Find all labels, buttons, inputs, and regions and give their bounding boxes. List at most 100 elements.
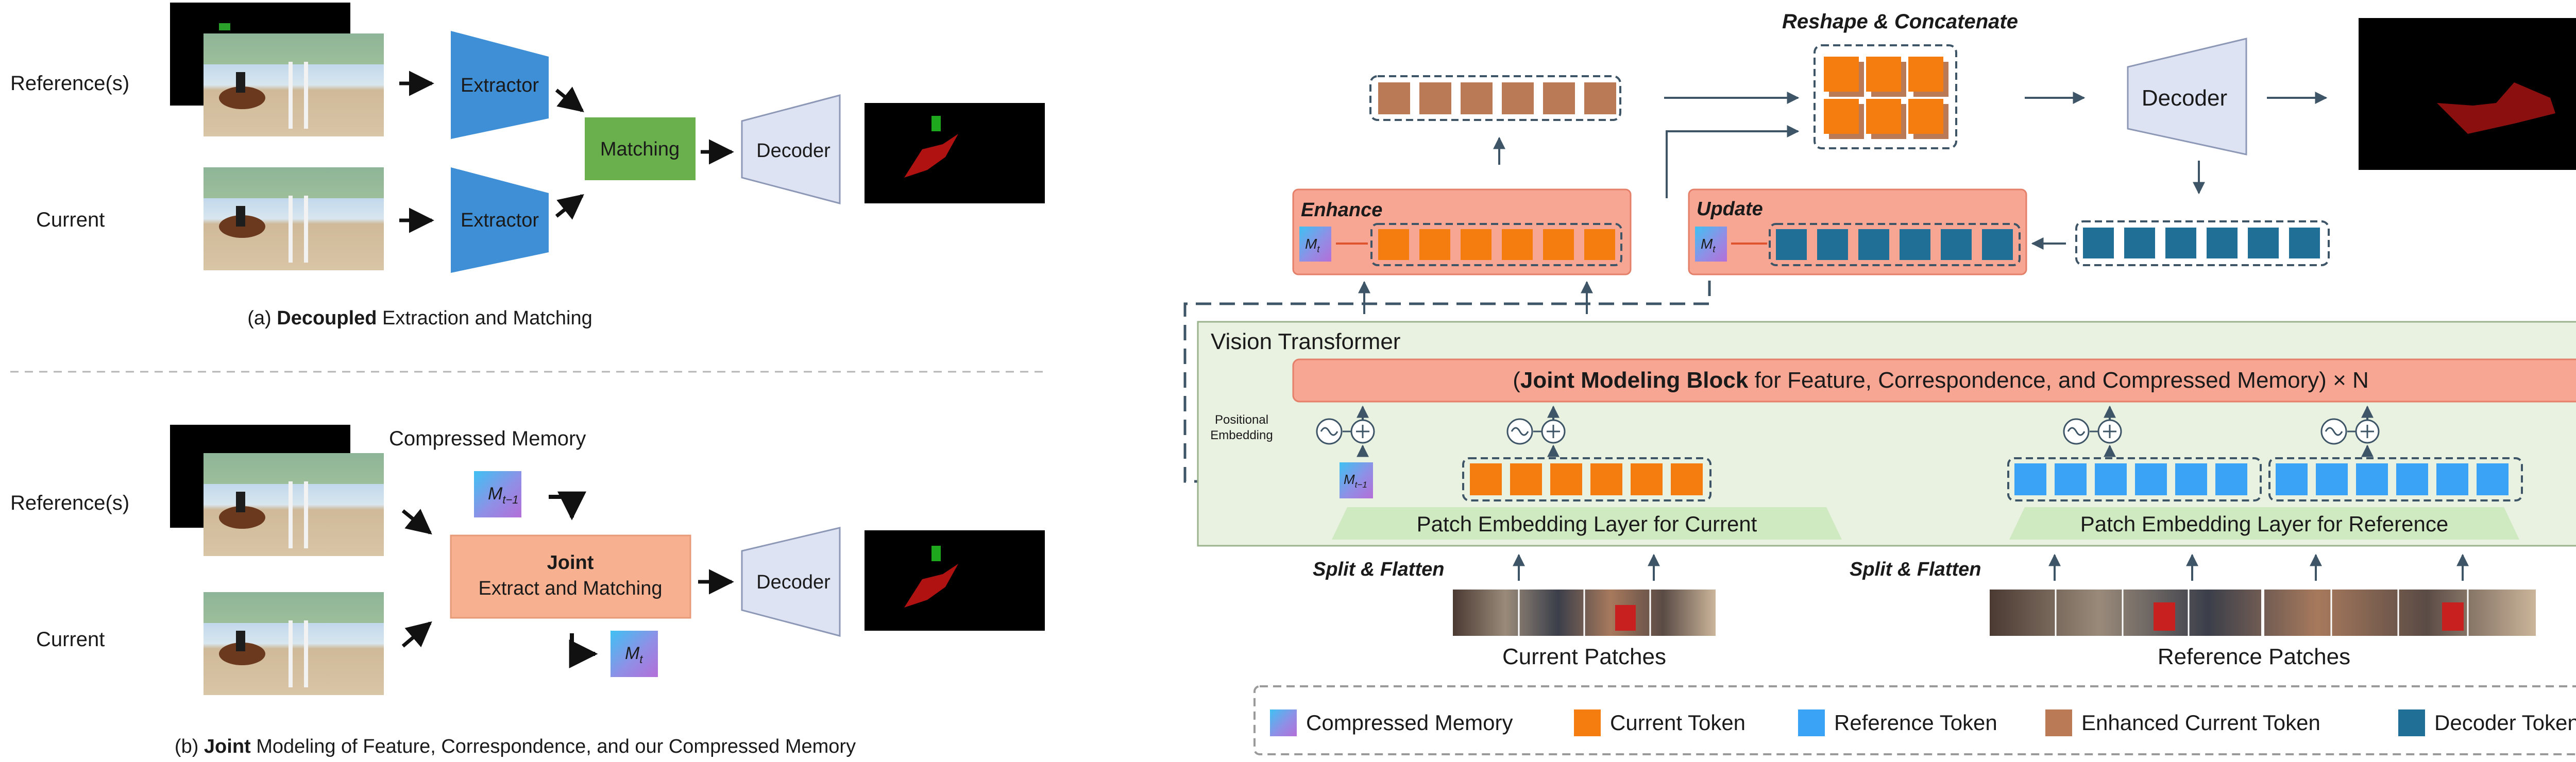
current-token-group bbox=[1462, 457, 1711, 501]
enhanced-current-token bbox=[1543, 82, 1575, 114]
output-mask-a bbox=[865, 103, 1045, 203]
extractor-bottom bbox=[451, 167, 549, 273]
extractor-top bbox=[451, 31, 549, 139]
current-patches-label: Current Patches bbox=[1502, 644, 1666, 669]
plus-mark bbox=[1547, 425, 1560, 438]
current-patches-image bbox=[1453, 590, 1716, 636]
patch-embed-current-label: Patch Embedding Layer for Current bbox=[1417, 512, 1757, 536]
positional-embedding-groups bbox=[1316, 405, 2380, 457]
current-token bbox=[1378, 229, 1409, 260]
update-decoder-token-row bbox=[1776, 229, 2013, 260]
decoder-token bbox=[1941, 229, 1972, 260]
enhanced-current-token bbox=[1502, 82, 1534, 114]
current-token bbox=[1419, 229, 1450, 260]
update-mem-label: Mt bbox=[1701, 236, 1716, 254]
patch-embed-reference bbox=[2009, 507, 2519, 540]
legend-label: Decoder Token bbox=[2434, 711, 2576, 735]
reference-token-row-2 bbox=[2276, 463, 2509, 495]
plus-mark bbox=[2103, 425, 2116, 438]
plus-mark bbox=[1356, 425, 1369, 438]
positional-embedding bbox=[2320, 405, 2380, 457]
reference-token bbox=[2356, 463, 2388, 495]
legend-swatch bbox=[1798, 709, 1825, 736]
decoder-token bbox=[1900, 229, 1930, 260]
sine-wave bbox=[1511, 427, 1529, 436]
joint-modeling-label: (Joint Modeling Block for Feature, Corre… bbox=[1513, 368, 2369, 393]
current-label-a: Current bbox=[36, 209, 105, 231]
current-token bbox=[1461, 229, 1492, 260]
enhance-mem-label: Mt bbox=[1305, 236, 1320, 254]
legend-swatch bbox=[2045, 709, 2072, 736]
decoder-b-label: Decoder bbox=[756, 572, 831, 593]
reshape-token bbox=[1824, 99, 1859, 134]
update-label: Update bbox=[1697, 198, 1763, 220]
joint-modeling-block bbox=[1292, 358, 2576, 403]
reference-token bbox=[2135, 463, 2167, 495]
reference-patches-image bbox=[1990, 590, 2536, 636]
split-flatten-reference: Split & Flatten bbox=[1850, 559, 1981, 580]
reshape-token bbox=[1866, 57, 1901, 92]
caption-b: (b) Joint Modeling of Feature, Correspon… bbox=[175, 736, 856, 757]
mem-prev-label: Mt−1 bbox=[488, 484, 519, 506]
reference-token bbox=[2477, 463, 2509, 495]
legend-box bbox=[1253, 685, 2576, 755]
reshape-grid bbox=[1824, 57, 1948, 139]
output-mask-b bbox=[865, 530, 1045, 631]
enhanced-current-token bbox=[1461, 82, 1493, 114]
reshape-token bbox=[1824, 57, 1859, 92]
arrow-cur-to-joint bbox=[401, 621, 432, 648]
decoder-token bbox=[2289, 228, 2320, 258]
legend-swatch bbox=[1270, 709, 1297, 736]
current-token bbox=[1631, 463, 1663, 495]
caption-a: (a) Decoupled Extraction and Matching bbox=[247, 307, 592, 329]
decoder-token-group bbox=[2075, 220, 2330, 266]
mem-cur-box bbox=[611, 631, 658, 677]
decoder-token bbox=[1817, 229, 1848, 260]
decoder-right bbox=[2127, 38, 2247, 155]
current-token bbox=[1470, 463, 1502, 495]
decoder-token bbox=[1982, 229, 2013, 260]
decoder-a bbox=[741, 94, 841, 204]
right-framework: Reshape & Concatenate Decoder Enhance Mt… bbox=[1183, 10, 2576, 755]
enhanced-token-row bbox=[1378, 82, 1616, 114]
reference-image-b bbox=[204, 453, 384, 556]
matching-label: Matching bbox=[600, 138, 680, 160]
decoder-a-label: Decoder bbox=[756, 140, 831, 162]
positional-embedding bbox=[1506, 405, 1566, 457]
legend-label: Compressed Memory bbox=[1306, 711, 1513, 735]
reference-token bbox=[2215, 463, 2247, 495]
reference-label-a: Reference(s) bbox=[10, 72, 129, 95]
joint-label-2: Extract and Matching bbox=[479, 578, 663, 599]
current-token bbox=[1543, 229, 1574, 260]
reference-token bbox=[2436, 463, 2468, 495]
reshape-token bbox=[1908, 99, 1943, 134]
arrow-joint-to-mem bbox=[569, 633, 598, 668]
reference-token bbox=[2276, 463, 2308, 495]
enhance-label: Enhance bbox=[1301, 199, 1382, 221]
arrow-ext-bottom-to-matching bbox=[555, 194, 584, 220]
legend-label: Reference Token bbox=[1834, 711, 1997, 735]
reference-token-group-1 bbox=[2007, 457, 2262, 501]
mem-prev-box bbox=[474, 471, 521, 517]
mem-cur-label: Mt bbox=[625, 644, 643, 666]
panel-a: Reference(s) Current Extractor Extractor bbox=[10, 3, 1045, 329]
decoder-token bbox=[2248, 228, 2279, 258]
current-token bbox=[1584, 229, 1615, 260]
vit-mem-label: Mt−1 bbox=[1344, 472, 1367, 490]
reference-token bbox=[2316, 463, 2348, 495]
reference-token bbox=[2175, 463, 2207, 495]
decoder-token bbox=[2207, 228, 2238, 258]
enhanced-current-token bbox=[1378, 82, 1410, 114]
reference-token-row-1 bbox=[2014, 463, 2247, 495]
decoder-token bbox=[2083, 228, 2114, 258]
current-image-a bbox=[204, 167, 384, 270]
sine-wave bbox=[2067, 427, 2086, 436]
joint-label-1: Joint bbox=[547, 552, 594, 574]
joint-box bbox=[450, 534, 691, 619]
reference-patches-label: Reference Patches bbox=[2158, 644, 2350, 669]
reshape-concat-label: Reshape & Concatenate bbox=[1782, 10, 2018, 33]
reference-label-b: Reference(s) bbox=[10, 492, 129, 514]
sine-wave bbox=[2325, 427, 2343, 436]
current-token bbox=[1671, 463, 1703, 495]
